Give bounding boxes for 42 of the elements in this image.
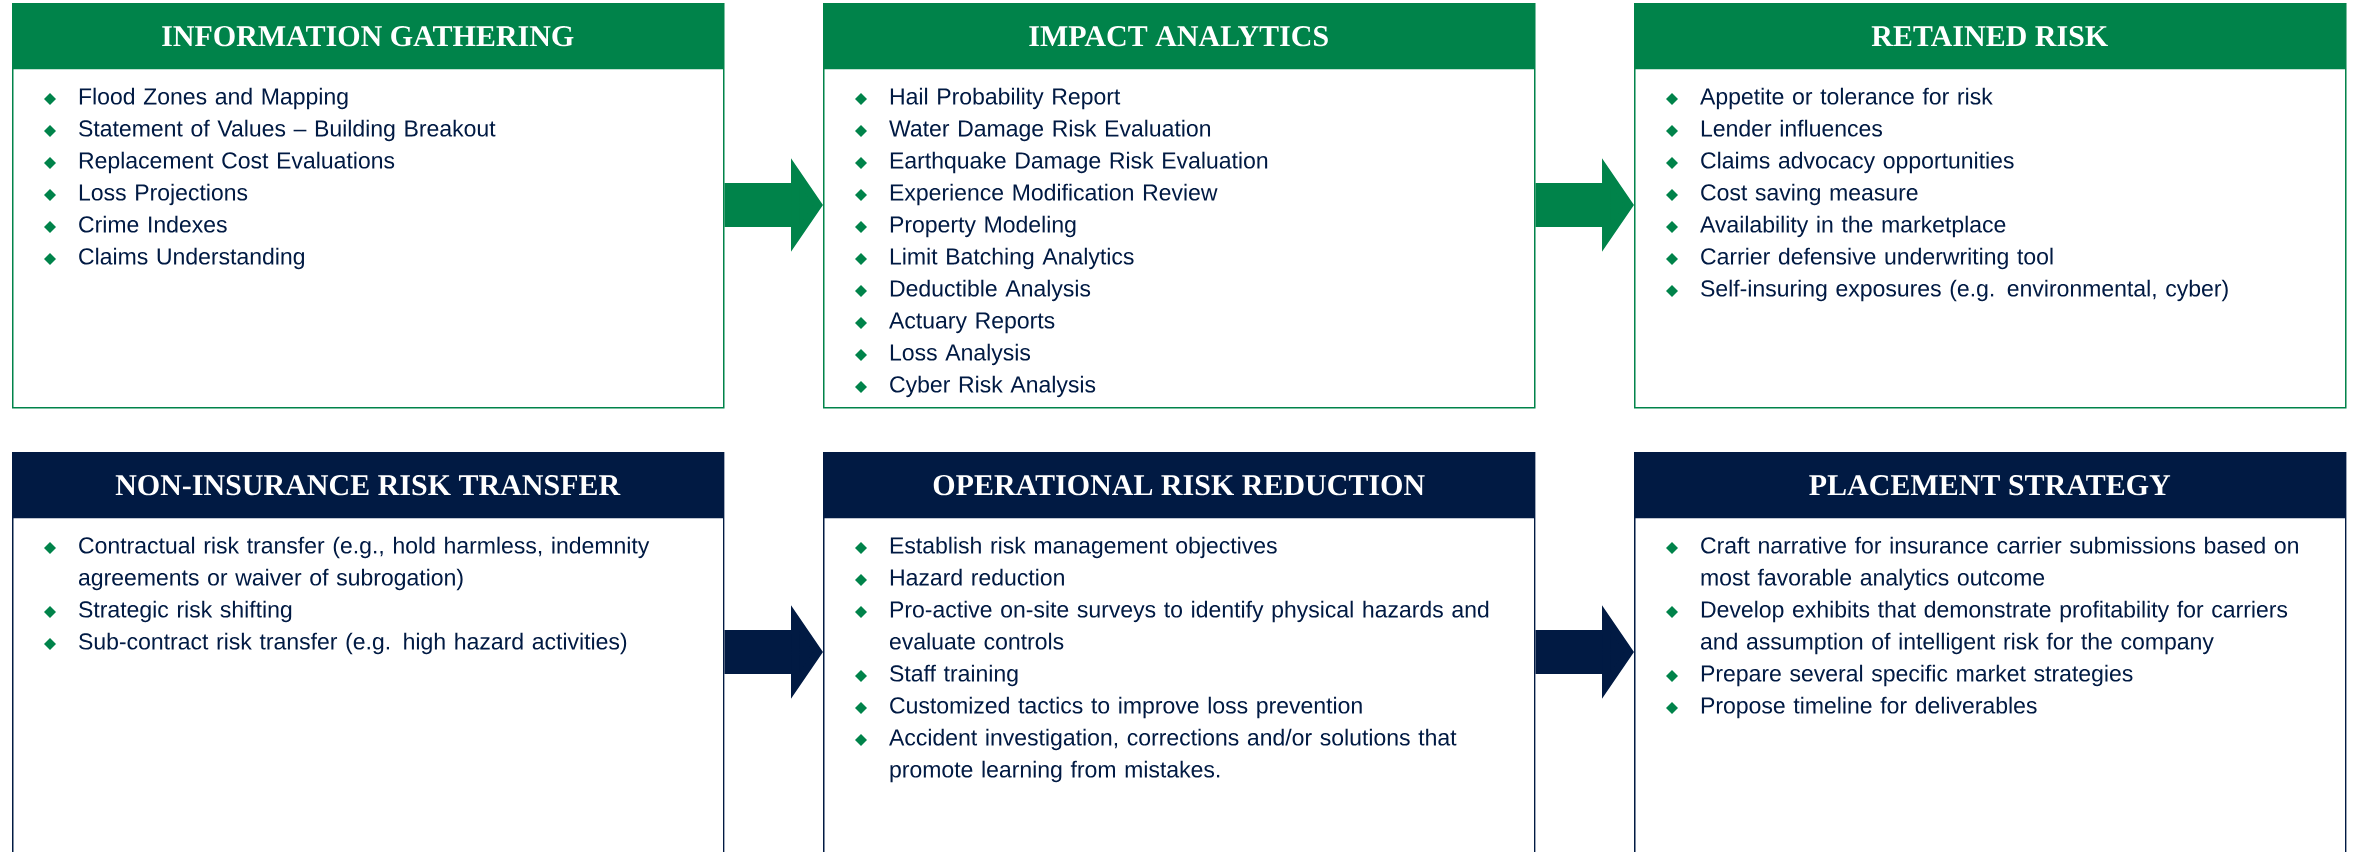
heading-band: INFORMATION GATHERING: [12, 3, 724, 70]
bullet-item: Carrier defensive underwriting tool: [1666, 247, 2053, 270]
bullet-item: Availability in the marketplace: [1666, 215, 2006, 238]
bullet-item: Replacement Cost Evaluations: [44, 151, 395, 174]
bullet-item: Pro-active on-site surveys to identify physical hazards and evaluate controls: [855, 600, 1489, 650]
heading-band: IMPACT ANALYTICS: [823, 3, 1535, 70]
bullet-item: Flood Zones and Mapping: [44, 87, 348, 110]
bullet-item: Cyber Risk Analysis: [855, 375, 1096, 398]
bullet-item: Propose timeline for deliverables: [1666, 696, 2037, 719]
bullet-item: Property Modeling: [855, 215, 1076, 238]
bullet-item: Actuary Reports: [855, 312, 1055, 334]
bullet-item: Statement of Values – Building Breakout: [44, 119, 496, 142]
bullet-item: Craft narrative for insurance carrier submissions based on most favorable analytics outcome: [1666, 536, 2298, 591]
bullet-item: Loss Projections: [44, 183, 248, 206]
heading-band: PLACEMENT STRATEGY: [1634, 452, 2346, 519]
heading-band: NON-INSURANCE RISK TRANSFER: [12, 452, 724, 519]
bullet-item: Hail Probability Report: [855, 87, 1121, 110]
bullet-item: Earthquake Damage Risk Evaluation: [855, 151, 1268, 174]
bullet-item: Strategic risk shifting: [44, 600, 292, 623]
bullet-item: Accident investigation, corrections and/or solutions that promote learning from mistakes.: [855, 728, 1457, 783]
bullet-item: Staff training: [855, 664, 1018, 687]
bullet-item: Establish risk management objectives: [855, 536, 1277, 559]
bullet-item: Crime Indexes: [44, 215, 227, 233]
bullet-item: Limit Batching Analytics: [855, 247, 1134, 270]
bullet-item: Cost saving measure: [1666, 183, 1918, 206]
bullet-item: Experience Modification Review: [855, 183, 1218, 206]
bullet-item: Customized tactics to improve loss prevention: [855, 696, 1362, 719]
bullet-item: Develop exhibits that demonstrate profitability for carriers and assumption of intelligent risk for the company: [1666, 600, 2288, 655]
heading-band: RETAINED RISK: [1634, 3, 2346, 70]
bullet-item: Prepare several specific market strategies: [1666, 664, 2133, 687]
heading-band: OPERATIONAL RISK REDUCTION: [823, 452, 1535, 519]
bullet-item: Claims advocacy opportunities: [1666, 151, 2014, 174]
bullet-item: Sub-contract risk transfer (e.g. high hazard activities): [44, 632, 627, 655]
bullet-item: Deductible Analysis: [855, 279, 1091, 302]
bullet-item: Loss Analysis: [855, 343, 1031, 366]
bullet-item: Claims Understanding: [44, 247, 304, 270]
bullet-item: Self-insuring exposures (e.g. environmental, cyber): [1666, 279, 2228, 302]
bullet-item: Contractual risk transfer (e.g., hold harmless, indemnity agreements or waiver of subrogation): [44, 536, 650, 591]
bullet-item: Water Damage Risk Evaluation: [855, 119, 1210, 142]
bullet-item: Appetite or tolerance for risk: [1666, 87, 1993, 110]
bullet-item: Lender influences: [1666, 119, 1882, 137]
bullet-item: Hazard reduction: [855, 568, 1064, 586]
